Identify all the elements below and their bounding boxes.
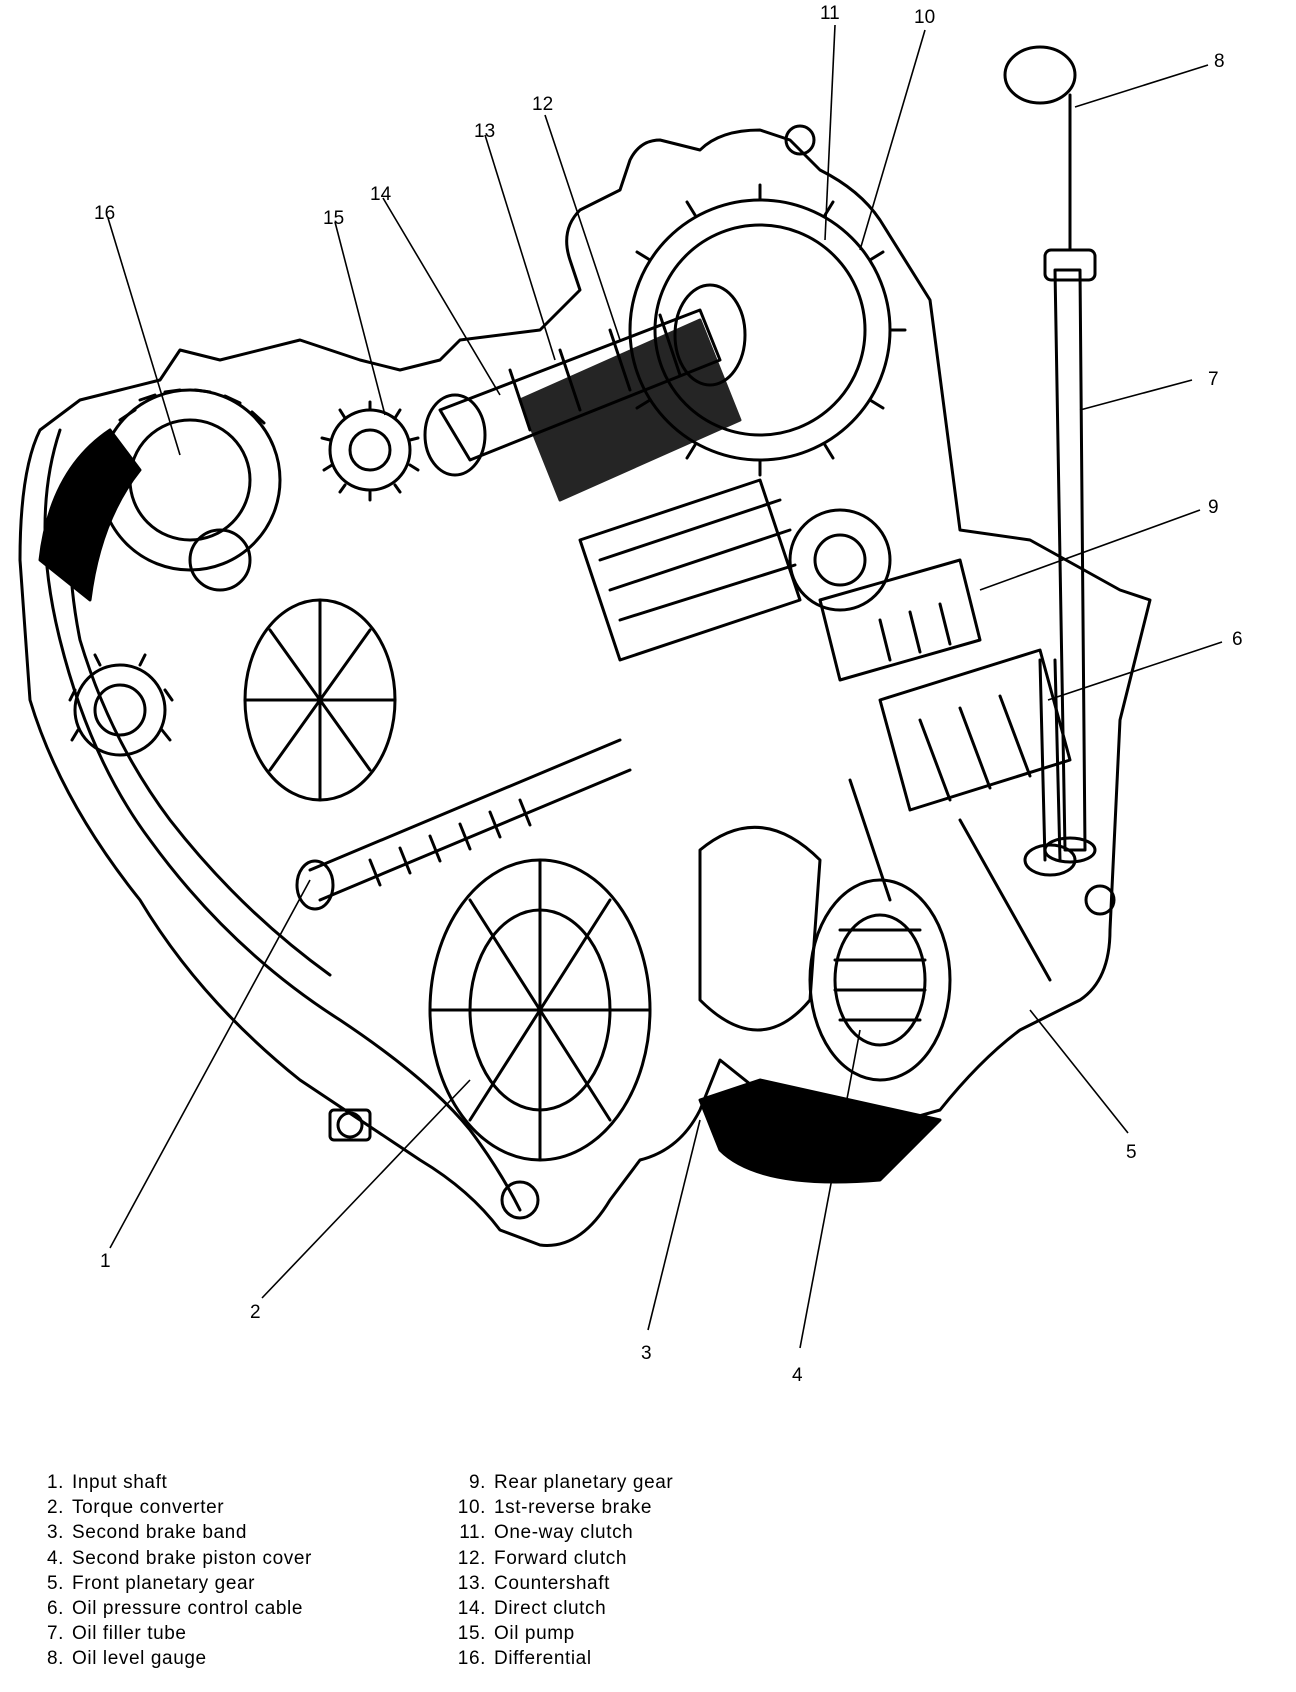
legend-number: 3. — [46, 1522, 64, 1544]
callout-14: 14 — [370, 184, 392, 205]
legend-number: 9. — [468, 1472, 486, 1493]
legend-number: 6. — [46, 1598, 64, 1620]
legend-number: 13. — [457, 1572, 486, 1594]
leader-line-14 — [382, 197, 501, 396]
legend-item: 15. Oil pump — [430, 1621, 673, 1646]
callout-4: 4 — [792, 1365, 803, 1386]
callout-13: 13 — [474, 121, 496, 142]
legend-number: 12. — [457, 1547, 486, 1569]
legend-item: 16. Differential — [430, 1646, 673, 1671]
legend-text: Second brake piston cover — [72, 1547, 312, 1569]
callout-7: 7 — [1208, 369, 1219, 390]
legend-number: 4. — [46, 1547, 64, 1569]
legend-item: 11. One-way clutch — [430, 1520, 673, 1545]
callout-8: 8 — [1214, 51, 1225, 72]
legend-text: Oil level gauge — [72, 1648, 207, 1670]
legend-number: 5. — [46, 1572, 64, 1594]
legend-text: Direct clutch — [494, 1598, 607, 1620]
ring-gear-drawing — [628, 183, 907, 477]
leader-line-12 — [544, 114, 621, 341]
legend-text: Differential — [494, 1648, 592, 1670]
planetary-gears-drawing — [578, 478, 982, 682]
callout-1: 1 — [100, 1251, 111, 1272]
legend-text: Oil pressure control cable — [72, 1598, 304, 1620]
legend-text: Oil pump — [494, 1623, 575, 1645]
legend-item: 8. Oil level gauge — [20, 1646, 312, 1671]
legend-text: Second brake band — [72, 1522, 247, 1544]
legend-text: 1st-reverse brake — [494, 1497, 653, 1519]
legend-text: Countershaft — [494, 1572, 610, 1594]
legend-number: 1. — [46, 1472, 64, 1493]
legend-number: 11. — [459, 1522, 486, 1544]
legend-item: 10. 1st-reverse brake — [430, 1495, 673, 1520]
leader-line-9 — [979, 509, 1201, 591]
oil-filler-tube-drawing — [1003, 45, 1097, 864]
legend-text: Input shaft — [72, 1472, 168, 1493]
leader-line-5 — [1029, 1009, 1129, 1134]
leader-line-2 — [261, 1079, 471, 1299]
legend-text: Torque converter — [72, 1497, 225, 1519]
leader-line-1 — [109, 879, 311, 1249]
oil-pump-drawing — [320, 400, 420, 502]
legend-item: 5. Front planetary gear — [20, 1571, 312, 1596]
legend-number: 7. — [46, 1623, 64, 1645]
callout-3: 3 — [641, 1343, 652, 1364]
callout-15: 15 — [323, 208, 345, 229]
leader-line-8 — [1074, 64, 1209, 108]
legend-number: 2. — [46, 1497, 64, 1519]
leader-line-4 — [799, 1029, 861, 1349]
legend-number: 10. — [457, 1497, 486, 1519]
legend-item: 4. Second brake piston cover — [20, 1546, 312, 1571]
legend-number: 16. — [457, 1648, 486, 1670]
leader-line-15 — [334, 221, 386, 416]
legend-right-column: 9. Rear planetary gear 10. 1st-reverse bra… — [430, 1470, 673, 1672]
oil-pressure-cable-drawing — [1023, 658, 1077, 877]
callout-11: 11 — [820, 3, 840, 24]
legend-text: Forward clutch — [494, 1547, 627, 1569]
legend-item: 1. Input shaft — [20, 1470, 312, 1495]
leader-line-7 — [1079, 379, 1193, 411]
second-brake-drawing — [698, 778, 952, 1082]
torque-converter-drawing — [243, 598, 652, 1162]
leader-line-13 — [484, 134, 556, 361]
leader-line-10 — [859, 29, 926, 251]
legend-item: 12. Forward clutch — [430, 1546, 673, 1571]
legend-number: 14. — [457, 1598, 486, 1620]
legend-item: 7. Oil filler tube — [20, 1621, 312, 1646]
leader-line-11 — [824, 24, 836, 241]
callout-10: 10 — [914, 7, 936, 28]
callout-12: 12 — [532, 94, 554, 115]
legend-text: Front planetary gear — [72, 1572, 256, 1594]
legend-item: 13. Countershaft — [430, 1571, 673, 1596]
leader-line-3 — [647, 1119, 701, 1331]
callout-6: 6 — [1232, 629, 1243, 650]
legend-left-column: 1. Input shaft 2. Torque converter 3. Secon… — [20, 1470, 312, 1672]
front-planetary-drawing — [878, 648, 1072, 982]
leader-line-16 — [107, 217, 181, 456]
oil-pan — [698, 1078, 942, 1184]
differential-drawing — [68, 388, 282, 757]
legend-number: 8. — [46, 1648, 64, 1670]
legend-item: 2. Torque converter — [20, 1495, 312, 1520]
legend-item: 9. Rear planetary gear — [430, 1470, 673, 1495]
legend-text: Oil filler tube — [72, 1623, 187, 1645]
callout-5: 5 — [1126, 1142, 1137, 1163]
leader-lines — [107, 24, 1223, 1349]
callout-9: 9 — [1208, 497, 1219, 518]
callout-16: 16 — [94, 203, 116, 224]
legend-item: 6. Oil pressure control cable — [20, 1596, 312, 1621]
legend-text: One-way clutch — [494, 1522, 634, 1544]
leader-line-6 — [1047, 641, 1223, 701]
legend-item: 14. Direct clutch — [430, 1596, 673, 1621]
input-shaft-drawing — [295, 738, 632, 911]
legend-item: 3. Second brake band — [20, 1520, 312, 1545]
legend-number: 15. — [457, 1623, 486, 1645]
legend-text: Rear planetary gear — [494, 1472, 674, 1493]
callout-2: 2 — [250, 1302, 261, 1323]
bell-housing — [43, 428, 522, 1212]
